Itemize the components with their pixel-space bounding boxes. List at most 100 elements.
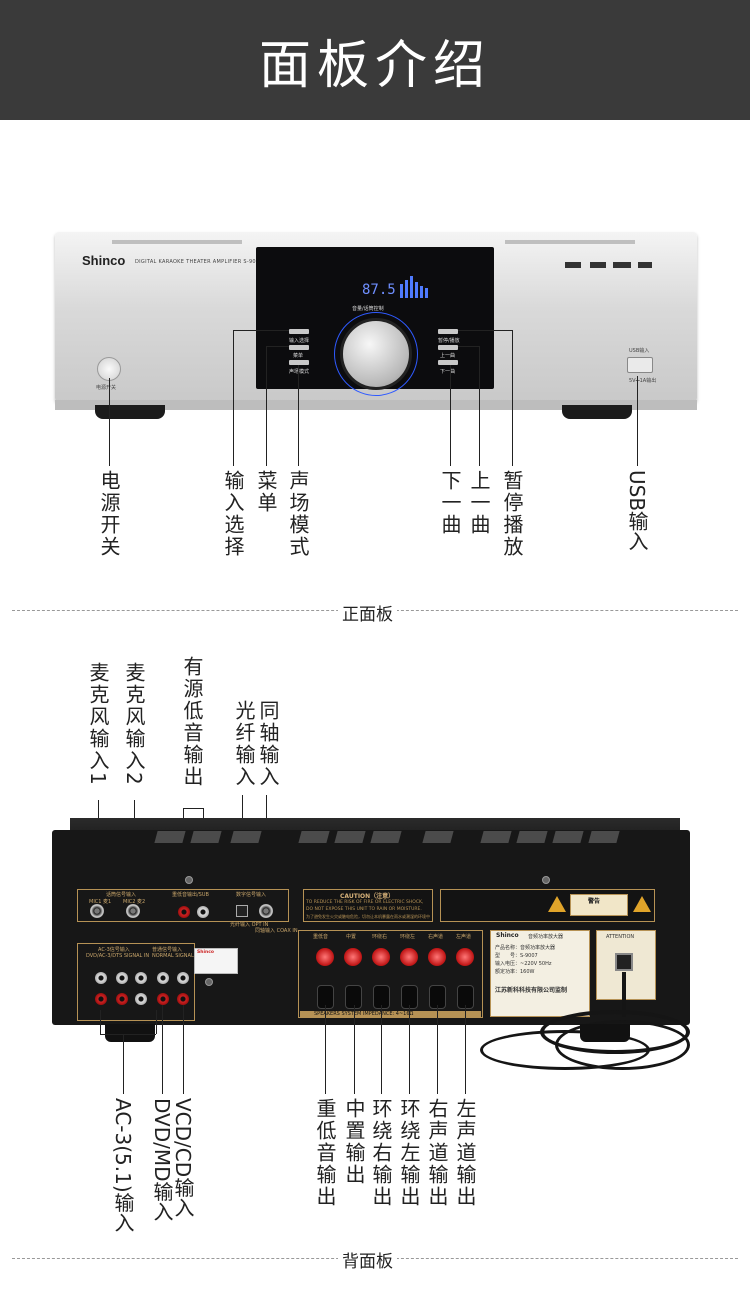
leader-line — [450, 365, 451, 466]
sub-section-label: 重低音输出/SUB — [172, 892, 209, 898]
leader-line — [458, 330, 512, 331]
leader-line — [183, 1005, 184, 1094]
optical-jack[interactable] — [236, 905, 248, 917]
leader-line — [409, 1005, 410, 1094]
cert-logo — [590, 262, 606, 268]
ac3-jack[interactable] — [95, 993, 107, 1005]
vent-slot — [422, 831, 454, 843]
back-foot-right — [580, 1024, 630, 1042]
leader-line — [458, 346, 479, 347]
front-foot-left — [95, 405, 165, 419]
callout-power: 电源开关 — [97, 470, 121, 558]
mic1-jack[interactable] — [90, 904, 104, 918]
vent-slot — [480, 831, 512, 843]
info-line: 产品名称：音频功率放大器 — [495, 945, 556, 951]
usb-port-sub-label: 5V⎓1A输出 — [629, 378, 657, 384]
sound-mode-button[interactable] — [289, 360, 309, 365]
ac3-jack[interactable] — [95, 972, 107, 984]
front-model-text: DIGITAL KARAOKE THEATER AMPLIFIER S-9007 — [135, 259, 263, 265]
product-info-card — [490, 930, 590, 1017]
vent-slot — [334, 831, 366, 843]
input-select-button[interactable] — [289, 329, 309, 334]
next-track-button[interactable] — [438, 360, 458, 365]
warning-title: 警告 — [588, 898, 601, 905]
callout-optical: 光纤输入 — [232, 700, 256, 788]
play-pause-button[interactable] — [438, 329, 458, 334]
power-button[interactable] — [97, 357, 121, 381]
speaker-post-surr-l[interactable] — [400, 948, 418, 966]
ac3-section-label: AC-3信号输入 — [98, 947, 130, 953]
vcd-jack[interactable] — [177, 972, 189, 984]
front-brand-logo: Shinco — [82, 253, 126, 268]
speaker-post-right[interactable] — [428, 948, 446, 966]
callout-usb: USB输入 — [625, 470, 649, 552]
vent-slot — [552, 831, 584, 843]
leader-line — [437, 1005, 438, 1094]
callout-mic1: 麦克风输入1 — [86, 662, 110, 787]
leader-line — [465, 1005, 466, 1094]
vent-slot — [190, 831, 222, 843]
leader-line — [266, 346, 289, 347]
usb-port-label: USB输入 — [629, 348, 650, 354]
speaker-post-left[interactable] — [456, 948, 474, 966]
dvd-jack[interactable] — [157, 993, 169, 1005]
speaker-post-center-neg[interactable] — [345, 985, 362, 1009]
ac3-section-box — [77, 943, 195, 1021]
vent-slot — [370, 831, 402, 843]
leader-line — [233, 330, 234, 466]
callout-ac3: AC-3(5.1)输入 — [111, 1098, 135, 1233]
sub-out-jack[interactable] — [178, 906, 190, 918]
mic2-jack[interactable] — [126, 904, 140, 918]
dvd-jack[interactable] — [157, 972, 169, 984]
screw — [185, 876, 193, 884]
leader-line — [100, 1010, 101, 1034]
leader-line — [100, 1034, 156, 1035]
back-foot-left — [105, 1024, 155, 1042]
screw — [542, 876, 550, 884]
callout-vcd: VCD/CD输入 — [171, 1098, 195, 1218]
callout-surr-l: 环绕左输出 — [397, 1098, 421, 1208]
callout-center-out: 中置输出 — [342, 1098, 366, 1186]
callout-menu: 菜单 — [254, 470, 278, 514]
normal-section-label: 普通信号输入 — [152, 947, 183, 953]
button-label: 暂停/播放 — [438, 338, 460, 344]
menu-button[interactable] — [289, 345, 309, 350]
ac3-jack[interactable] — [116, 972, 128, 984]
speaker-post-sw[interactable] — [316, 948, 334, 966]
volume-knob[interactable] — [340, 318, 412, 390]
ac3-jack[interactable] — [135, 993, 147, 1005]
vent-slot — [154, 831, 186, 843]
coaxial-jack[interactable] — [259, 904, 273, 918]
section-label-front: 正面板 — [338, 600, 397, 625]
leader-line — [183, 808, 204, 809]
front-vent — [112, 240, 242, 244]
prev-track-button[interactable] — [438, 345, 458, 350]
normal-sub-label: NORMAL SIGNAL IN — [152, 953, 201, 959]
warning-triangle-icon — [633, 896, 651, 912]
page-header: 面板介绍 — [0, 0, 750, 120]
leader-line — [354, 1005, 355, 1094]
vent-slot — [230, 831, 262, 843]
attention-box — [596, 930, 656, 1000]
power-cable — [622, 972, 626, 1017]
front-foot-right — [562, 405, 632, 419]
usb-port[interactable] — [627, 357, 653, 373]
button-label: 上一曲 — [440, 353, 456, 359]
volume-label: 音量/话筒控制 — [352, 306, 384, 312]
power-socket[interactable] — [615, 953, 633, 971]
vcd-jack[interactable] — [177, 993, 189, 1005]
speaker-label: 中置 — [346, 934, 357, 940]
speaker-post-center[interactable] — [344, 948, 362, 966]
cert-logo — [638, 262, 652, 268]
leader-line — [109, 378, 110, 466]
volume-knob-ring — [334, 312, 418, 396]
speaker-label: 左声道 — [456, 934, 472, 940]
callout-input-select: 输入选择 — [221, 470, 245, 558]
ac3-jack[interactable] — [135, 972, 147, 984]
info-line: 型 号：S-9007 — [495, 953, 538, 959]
ac3-jack[interactable] — [116, 993, 128, 1005]
speaker-post-surr-r[interactable] — [372, 948, 390, 966]
button-label: 菜单 — [293, 353, 304, 359]
sub-out-jack[interactable] — [197, 906, 209, 918]
